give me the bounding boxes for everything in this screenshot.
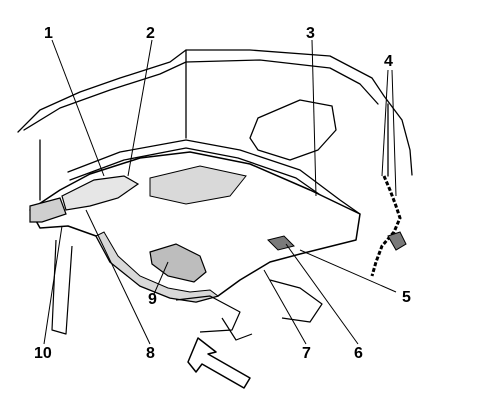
a-pillar-trim [51, 239, 73, 335]
wiring-harness [370, 175, 402, 277]
leader-4a [381, 69, 389, 177]
harness-connector [387, 231, 407, 251]
callout-5: 5 [402, 289, 411, 306]
leader-2 [127, 39, 153, 177]
view-direction-arrow [187, 337, 251, 389]
seat-outline [175, 295, 241, 333]
leader-3 [311, 39, 317, 197]
callout-1: 1 [44, 25, 53, 42]
roof-bow [67, 139, 361, 215]
callout-10: 10 [34, 345, 52, 362]
leader-6 [285, 243, 359, 345]
front-console [61, 175, 140, 211]
quarter-trim [221, 317, 253, 341]
rear-window-frame [249, 99, 337, 161]
leader-9 [153, 261, 169, 295]
leader-7 [263, 269, 307, 345]
rear-seat-outline [269, 279, 323, 323]
sunroof-recess [149, 165, 247, 205]
leader-8 [85, 209, 151, 345]
callout-2: 2 [146, 25, 155, 42]
leader-10 [43, 225, 63, 345]
callout-7: 7 [302, 345, 311, 362]
callout-4: 4 [384, 53, 393, 70]
roof-rail-inner [23, 59, 379, 131]
callout-9: 9 [148, 291, 157, 308]
leader-4b [391, 69, 397, 197]
assist-handle [149, 243, 207, 283]
roof-bow-lower [69, 147, 337, 207]
leader-5 [299, 249, 397, 293]
callout-6: 6 [354, 345, 363, 362]
callout-3: 3 [306, 25, 315, 42]
sun-visor-left [29, 197, 67, 223]
callout-8: 8 [146, 345, 155, 362]
roof-panel-outline [17, 49, 413, 176]
leader-1 [51, 39, 105, 177]
